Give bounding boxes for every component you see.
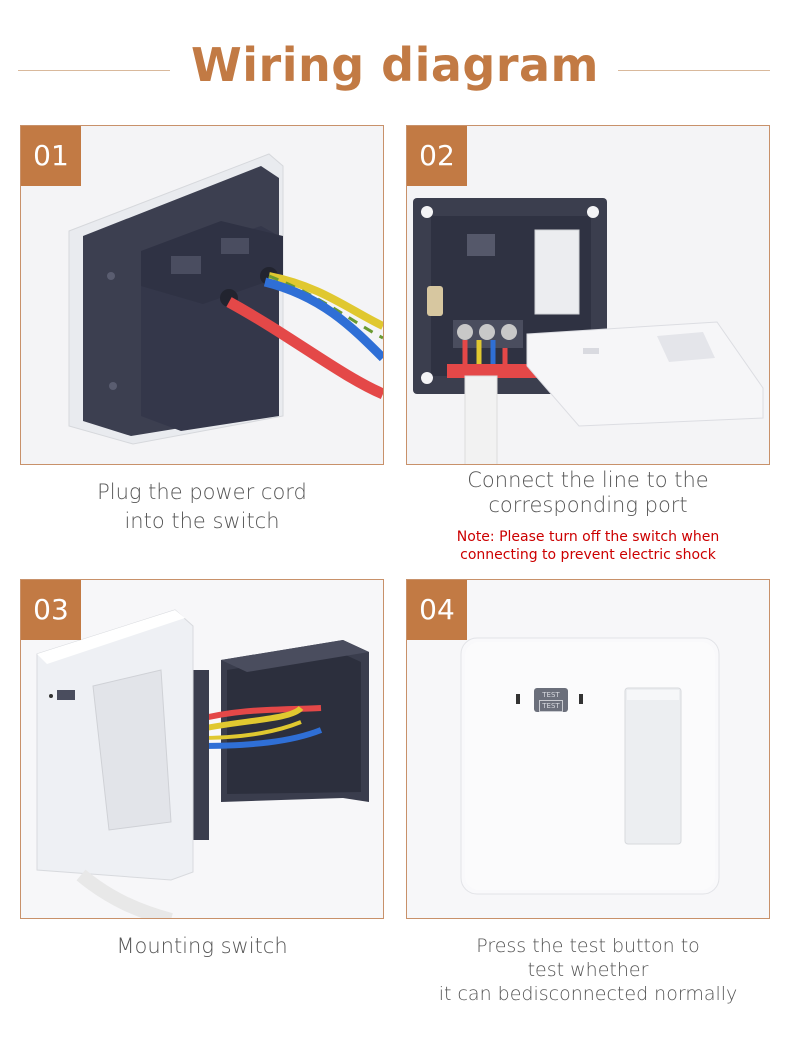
step-01-caption-line: into the switch [124,509,280,533]
step-01-number: 01 [21,126,81,186]
step-02-caption: Connect the line to the corresponding po… [406,468,770,518]
finished-switch-illustration [460,637,720,895]
page-title: Wiring diagram [191,38,599,92]
step-01-caption: Plug the power cord into the switch [20,478,384,536]
safety-note-line: Note: Please turn off the switch when [456,529,720,545]
test-button-label: TEST [539,700,563,712]
step-02-panel: 02 [406,125,770,465]
step-04-caption-line: it can bedisconnected normally [438,983,738,1005]
step-04-caption-line: Press the test button to [476,935,700,957]
step-03-panel: 03 [20,579,384,919]
title-divider-right [618,70,770,71]
safety-note-line: connecting to prevent electric shock [460,547,716,563]
step-04-caption: Press the test button to test whether it… [406,934,770,1006]
test-button[interactable]: TEST TEST [534,688,568,712]
mounting-switch-illustration [36,609,369,918]
step-01-panel: 01 [20,125,384,465]
safety-note: Note: Please turn off the switch when co… [406,528,770,564]
switch-back-wiring-illustration [68,153,383,445]
step-02-number: 02 [407,126,467,186]
step-04-panel: 04 TEST TEST [406,579,770,919]
step-03-caption-line: Mounting switch [116,934,288,958]
step-02-caption-line: corresponding port [488,493,688,517]
title-row: Wiring diagram [0,38,790,108]
step-03-number: 03 [21,580,81,640]
terminal-connection-illustration [413,198,764,464]
step-03-caption: Mounting switch [20,932,384,961]
step-01-caption-line: Plug the power cord [97,480,307,504]
test-button-label: TEST [542,691,560,699]
step-04-number: 04 [407,580,467,640]
step-04-caption-line: test whether [527,959,649,981]
title-divider-left [18,70,170,71]
step-02-caption-line: Connect the line to the [467,468,709,492]
